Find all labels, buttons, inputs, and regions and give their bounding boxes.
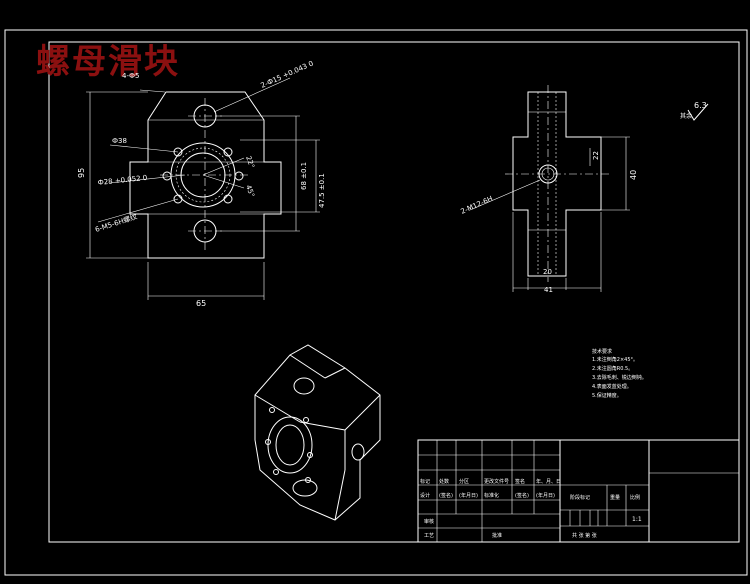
top-hole-dim: 4-Ф5 bbox=[122, 72, 139, 80]
roughness-symbol bbox=[687, 103, 709, 121]
tb-cell: 标准化 bbox=[484, 492, 499, 499]
side-view bbox=[469, 85, 630, 292]
bolt-circle-dim: Ф38 bbox=[112, 137, 127, 145]
tb-stage-label: 阶段标记 bbox=[570, 494, 590, 501]
tb-process: 工艺 bbox=[424, 533, 434, 539]
drawing-title: 螺母滑块 bbox=[36, 42, 180, 82]
note-line: 2.未注圆角R0.5。 bbox=[592, 365, 633, 372]
tb-cell: (年月日) bbox=[536, 492, 555, 499]
front-height-dim: 95 bbox=[77, 168, 86, 178]
tb-sheet: 共 张 第 张 bbox=[572, 532, 597, 539]
note-line: 5.保证精度。 bbox=[592, 392, 622, 399]
tb-scale-value: 1:1 bbox=[632, 516, 642, 523]
technical-notes: 技术要求 1.未注倒角2×45°。 2.未注圆角R0.5。 3.去除毛刺、锐边倒… bbox=[592, 348, 647, 399]
tb-weight-label: 重量 bbox=[610, 494, 620, 501]
thread-dim: 6-M5-6H螺纹 bbox=[94, 212, 138, 234]
hole-spacing-1: 68 ±0.1 bbox=[300, 162, 308, 190]
tb-cell: 标记 bbox=[420, 478, 430, 485]
angle-2: 45° bbox=[244, 184, 256, 198]
counterbore-dim: 2-Ф15 +0.043 0 bbox=[260, 59, 315, 89]
side-height-dim: 40 bbox=[629, 170, 638, 180]
tb-cell: 处数 bbox=[439, 478, 449, 485]
title-block bbox=[417, 439, 740, 543]
tb-scale-label: 比例 bbox=[630, 494, 640, 501]
tb-cell: (年月日) bbox=[459, 492, 478, 499]
tb-cell: 更改文件号 bbox=[484, 478, 509, 485]
note-line: 技术要求 bbox=[592, 348, 612, 355]
front-view bbox=[86, 77, 320, 300]
outer-frame bbox=[4, 29, 748, 576]
front-width-dim: 65 bbox=[196, 299, 206, 308]
angle-1: 22° bbox=[244, 155, 256, 169]
note-line: 3.去除毛刺、锐边倒钝。 bbox=[592, 374, 647, 381]
tb-review: 审核 bbox=[424, 518, 434, 525]
inner-frame bbox=[48, 41, 740, 543]
tb-cell: 签名 bbox=[515, 478, 525, 485]
tb-cell: 设计 bbox=[420, 492, 430, 499]
hole-spacing-2: 47.5 ±0.1 bbox=[318, 173, 326, 208]
note-line: 1.未注倒角2×45°。 bbox=[592, 356, 638, 363]
title-block-text: 标记 处数 分区 更改文件号 签名 年、月、日 设计 (签名) (年月日) 标准… bbox=[420, 478, 642, 539]
tb-cell: 年、月、日 bbox=[536, 478, 561, 485]
bore-dim: Ф28 +0.052 0 bbox=[97, 174, 147, 187]
side-inner-width-dim: 20 bbox=[543, 268, 552, 276]
tb-cell: (签名) bbox=[439, 492, 453, 499]
side-total-width-dim: 41 bbox=[544, 286, 553, 294]
tb-cell: (签名) bbox=[515, 492, 529, 499]
tb-cell: 分区 bbox=[459, 478, 469, 485]
note-line: 4.表面发蓝处理。 bbox=[592, 383, 632, 390]
roughness-label: 其余 bbox=[680, 112, 692, 120]
roughness-value: 6.3 bbox=[694, 101, 707, 110]
tb-approve: 批准 bbox=[492, 532, 502, 539]
side-chamfer-dim: 22 bbox=[592, 151, 600, 160]
isometric-view bbox=[254, 344, 381, 521]
side-thread-dim: 2-M12-6H bbox=[460, 195, 494, 216]
